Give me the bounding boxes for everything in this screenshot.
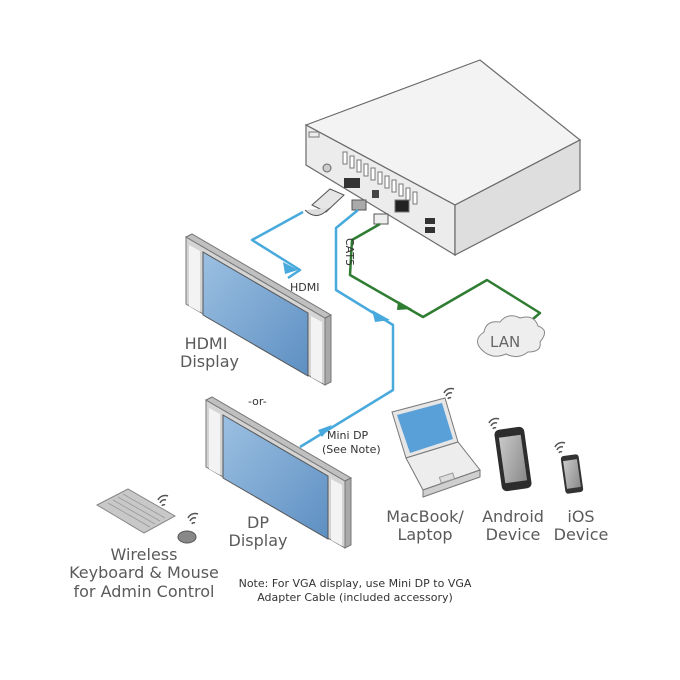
hdmi-port-icon bbox=[344, 178, 360, 188]
android-label-line1: Android bbox=[482, 507, 544, 526]
minidp-cable-label-2: (See Note) bbox=[322, 443, 381, 456]
hdmi-cable-label: HDMI bbox=[290, 281, 320, 294]
keyboard-label-line1: Wireless bbox=[110, 545, 178, 564]
wifi-icon bbox=[443, 387, 455, 400]
cat5-cable bbox=[348, 222, 542, 331]
vga-note-line2: Adapter Cable (included accessory) bbox=[257, 591, 453, 605]
power-port-icon bbox=[322, 163, 332, 173]
usb-port-icon bbox=[425, 218, 435, 224]
ethernet-connector-icon bbox=[373, 213, 389, 225]
ios-device-icon bbox=[560, 454, 584, 494]
ios-label: iOS Device bbox=[550, 507, 612, 545]
vga-note-line1: Note: For VGA display, use Mini DP to VG… bbox=[238, 577, 472, 590]
vga-note: Note: For VGA display, use Mini DP to VG… bbox=[238, 577, 472, 606]
minidp-cable-label-1: Mini DP bbox=[327, 429, 369, 442]
usb-port-icon bbox=[425, 227, 435, 233]
dp-display-label-line2: Display bbox=[228, 531, 288, 551]
ios-label-line2: Device bbox=[553, 525, 609, 545]
keyboard-mouse-label: Wireless Keyboard & Mouse for Admin Cont… bbox=[60, 545, 228, 601]
macbook-label: MacBook/ Laptop bbox=[385, 507, 465, 545]
hdmi-arrow-icon bbox=[283, 262, 298, 274]
ios-label-line1: iOS bbox=[567, 507, 595, 526]
macbook-label-line1: MacBook/ bbox=[386, 507, 464, 526]
minidp-arrow-1-icon bbox=[372, 310, 390, 322]
android-label-line2: Device bbox=[485, 525, 541, 545]
laptop-icon bbox=[391, 397, 481, 498]
dp-display-label-line1: DP bbox=[247, 513, 269, 532]
minidp-cable bbox=[299, 209, 395, 449]
dp-display-icon bbox=[204, 396, 353, 549]
keyboard-label-line3: for Admin Control bbox=[73, 581, 215, 601]
main-unit-icon bbox=[304, 59, 582, 257]
lan-label: LAN bbox=[490, 333, 521, 351]
cat5-arrow-icon bbox=[397, 301, 412, 310]
wifi-icon bbox=[187, 512, 199, 525]
wifi-icon bbox=[554, 441, 566, 454]
minidp-connector-icon bbox=[351, 199, 367, 211]
hdmi-display-icon bbox=[184, 233, 333, 386]
android-label: Android Device bbox=[480, 507, 546, 545]
ethernet-port-icon bbox=[394, 199, 410, 213]
cat5-cable-label: CAT5 bbox=[343, 238, 356, 267]
android-device-icon bbox=[494, 426, 532, 492]
hdmi-cable bbox=[250, 210, 304, 280]
keyboard-label-line2: Keyboard & Mouse bbox=[69, 563, 219, 583]
wifi-icon bbox=[157, 494, 169, 507]
hdmi-display-label-line2: Display bbox=[180, 352, 239, 372]
wifi-icon bbox=[488, 417, 500, 430]
lan-cloud-icon bbox=[477, 315, 545, 358]
dp-display-label: DP Display bbox=[228, 513, 288, 551]
hdmi-display-label-line1: HDMI bbox=[184, 334, 228, 353]
minidp-arrow-2-icon bbox=[318, 425, 332, 437]
keyboard-icon bbox=[95, 488, 177, 534]
minidp-port-icon bbox=[372, 190, 379, 198]
or-label: -or- bbox=[248, 395, 267, 408]
hdmi-display-label: HDMI Display bbox=[180, 334, 239, 372]
macbook-label-line2: Laptop bbox=[397, 525, 453, 545]
hdmi-connector-icon bbox=[304, 188, 345, 216]
mouse-icon bbox=[177, 530, 197, 544]
